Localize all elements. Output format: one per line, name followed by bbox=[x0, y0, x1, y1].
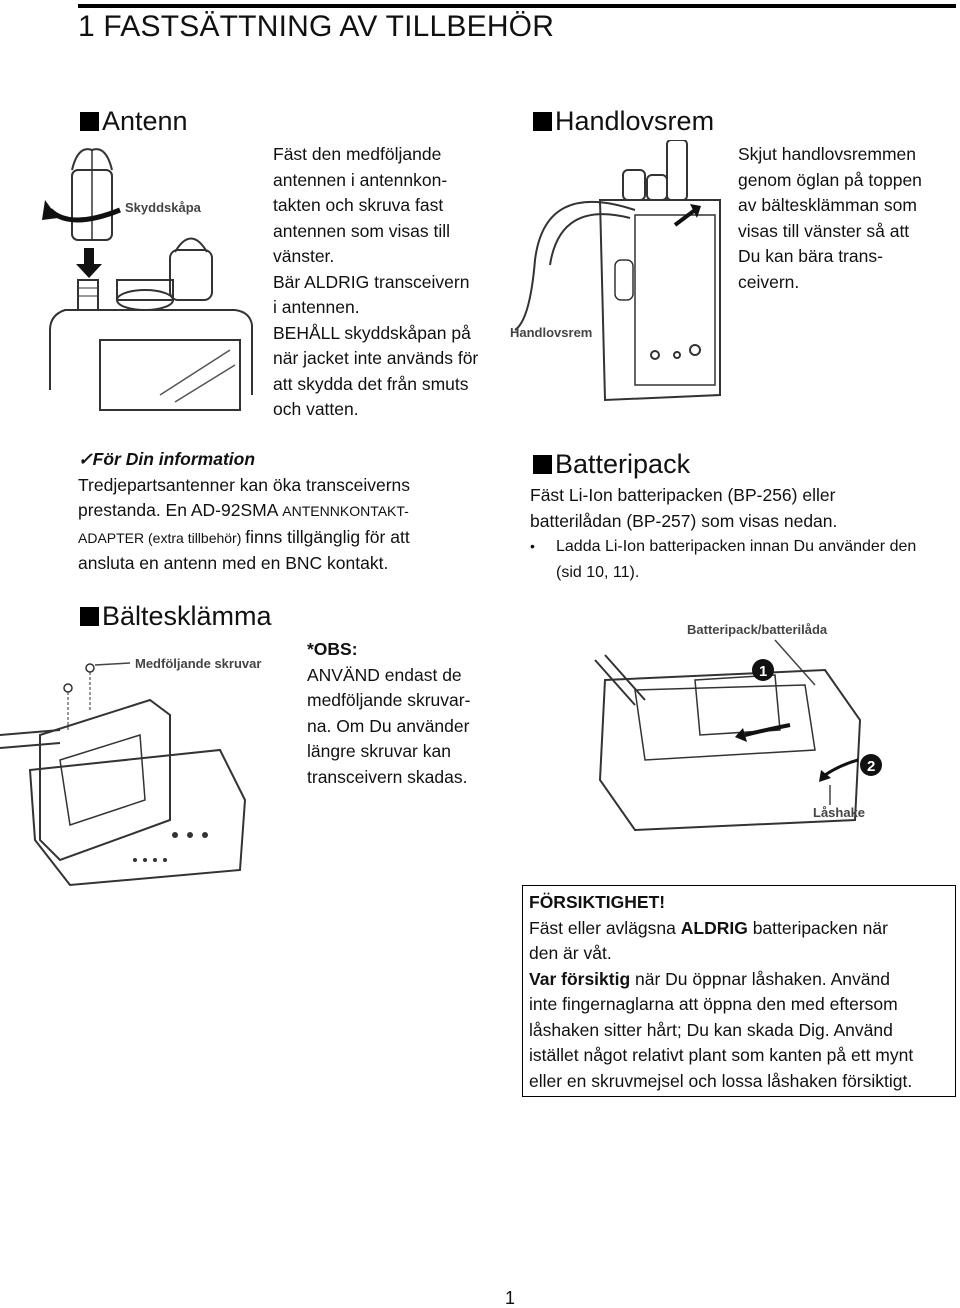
warning-line: Var försiktig när Du öppnar låshaken. An… bbox=[529, 967, 949, 993]
antenna-line: att skydda det från smuts bbox=[273, 373, 469, 394]
warning-line: eller en skruvmejsel och lossa låshaken … bbox=[529, 1070, 913, 1091]
strap-text: Skjut handlovsremmen genom öglan på topp… bbox=[738, 142, 958, 295]
battery-bullet-line: Ladda Li-Ion batteripacken innan Du anvä… bbox=[556, 538, 917, 555]
battery-line: batterilådan (BP-257) som visas nedan. bbox=[530, 510, 838, 531]
step-2-badge bbox=[860, 754, 882, 776]
belt-clip-fig-label: Medföljande skruvar bbox=[135, 656, 261, 671]
belt-clip-line: transceivern skadas. bbox=[307, 766, 468, 787]
info-line: ansluta en antenn med en BNC kontakt. bbox=[78, 553, 389, 573]
antenna-line: Fäst den medföljande bbox=[273, 144, 442, 164]
strap-fig-label: Handlovsrem bbox=[510, 325, 592, 340]
step-1-badge bbox=[752, 659, 774, 681]
battery-bullet: • Ladda Li-Ion batteripacken innan Du an… bbox=[530, 534, 955, 585]
belt-clip-heading-text: Bältesklämma bbox=[102, 601, 272, 631]
strap-line: visas till vänster så att bbox=[738, 220, 910, 241]
antenna-heading: Antenn bbox=[80, 105, 188, 137]
belt-clip-line: medföljande skruvar- bbox=[307, 690, 471, 710]
strap-line: Du kan bära trans- bbox=[738, 246, 883, 266]
antenna-text: Fäst den medföljande antennen i antennko… bbox=[273, 142, 513, 423]
warning-text: batteripacken när bbox=[747, 917, 888, 938]
antenna-line: takten och skruva fast bbox=[273, 195, 444, 215]
warning-emphasis: ALDRIG bbox=[680, 917, 748, 938]
antenna-line: vänster. bbox=[273, 246, 335, 266]
belt-clip-line: ANVÄND endast de bbox=[307, 664, 462, 685]
info-line: prestanda. En AD-92SMA ANTENNKONTAKT- bbox=[78, 498, 478, 525]
antenna-heading-text: Antenn bbox=[102, 106, 188, 136]
step-2-label: 2 bbox=[867, 758, 875, 775]
battery-bullet-text: Ladda Li-Ion batteripacken innan Du anvä… bbox=[556, 534, 916, 585]
warning-line: istället något relativt plant som kanten… bbox=[529, 1045, 914, 1065]
warning-line: inte fingernaglarna att öppna den med ef… bbox=[529, 994, 898, 1014]
belt-clip-figure: Medföljande skruvar bbox=[0, 656, 261, 887]
antenna-line: Bär ALDRIG transceivern bbox=[273, 271, 470, 292]
battery-text: Fäst Li-Ion batteripacken (BP-256) eller… bbox=[530, 483, 955, 585]
battery-heading: Batteripack bbox=[533, 448, 690, 480]
section-square-icon bbox=[80, 606, 99, 626]
warning-emphasis: Var försiktig bbox=[529, 968, 631, 989]
info-block: ✓För Din information Tredjepartsantenner… bbox=[78, 447, 478, 577]
section-square-icon bbox=[533, 111, 552, 131]
battery-line: Fäst Li-Ion batteripacken (BP-256) eller bbox=[530, 485, 836, 505]
belt-clip-line: na. Om Du använder bbox=[307, 715, 470, 736]
obs-label: *OBS: bbox=[307, 639, 358, 659]
page-number: 1 bbox=[505, 1288, 516, 1308]
antenna-line: och vatten. bbox=[273, 399, 359, 419]
antenna-line: i antennen. bbox=[273, 297, 360, 317]
strap-figure: Handlovsrem bbox=[510, 140, 721, 402]
battery-heading-text: Batteripack bbox=[555, 449, 691, 479]
strap-line: genom öglan på toppen bbox=[738, 169, 922, 190]
title-rule bbox=[78, 4, 956, 8]
info-line: ADAPTER (extra tillbehör) finns tillgäng… bbox=[78, 525, 478, 552]
warning-text: när Du öppnar låshaken. Använd bbox=[630, 968, 890, 989]
battery-bullet-line: (sid 10, 11). bbox=[556, 563, 640, 581]
warning-title: FÖRSIKTIGHET! bbox=[529, 892, 666, 912]
belt-clip-heading: Bältesklämma bbox=[80, 600, 272, 632]
battery-fig-label: Batteripack/batterilåda bbox=[687, 622, 828, 637]
latch-label: Låshake bbox=[813, 805, 865, 820]
info-line: Tredjepartsantenner kan öka transceivern… bbox=[78, 474, 411, 495]
section-square-icon bbox=[533, 454, 552, 474]
antenna-line: antennen som visas till bbox=[273, 220, 451, 241]
strap-heading-text: Handlovsrem bbox=[555, 106, 715, 136]
section-square-icon bbox=[80, 111, 99, 131]
antenna-figure: Skyddskåpa bbox=[42, 148, 253, 411]
warning-box: FÖRSIKTIGHET! Fäst eller avlägsna ALDRIG… bbox=[522, 885, 956, 1097]
warning-line: Fäst eller avlägsna ALDRIG batteripacken… bbox=[529, 916, 949, 942]
info-text: prestanda. En AD-92SMA bbox=[78, 500, 283, 520]
antenna-line: BEHÅLL skyddskåpan på bbox=[273, 322, 471, 343]
strap-line: Skjut handlovsremmen bbox=[738, 144, 916, 164]
belt-clip-text: *OBS: ANVÄND endast de medföljande skruv… bbox=[307, 637, 507, 790]
belt-clip-line: längre skruvar kan bbox=[307, 741, 451, 761]
warning-line: låshaken sitter hårt; Du kan skada Dig. … bbox=[529, 1019, 893, 1040]
antenna-line: antennen i antennkon- bbox=[273, 169, 448, 190]
antenna-line: när jacket inte används för bbox=[273, 348, 479, 368]
info-text-small: ANTENNKONTAKT- bbox=[282, 503, 409, 519]
warning-text: Fäst eller avlägsna bbox=[529, 917, 681, 938]
bullet-icon: • bbox=[530, 538, 535, 554]
info-text-small: ADAPTER (extra tillbehör) bbox=[78, 529, 246, 546]
warning-line: den är våt. bbox=[529, 943, 612, 963]
info-heading: ✓För Din information bbox=[78, 449, 256, 469]
info-text: finns tillgänglig för att bbox=[245, 526, 410, 547]
strap-line: av bältesklämman som bbox=[738, 195, 917, 215]
strap-line: ceivern. bbox=[738, 271, 800, 292]
step-1-label: 1 bbox=[759, 663, 767, 680]
battery-figure: Batteripack/batterilåda 1 2 Låshake bbox=[594, 622, 882, 832]
strap-heading: Handlovsrem bbox=[533, 105, 714, 137]
page-title: 1 FASTSÄTTNING AV TILLBEHÖR bbox=[78, 10, 555, 43]
antenna-fig-label: Skyddskåpa bbox=[125, 200, 202, 215]
